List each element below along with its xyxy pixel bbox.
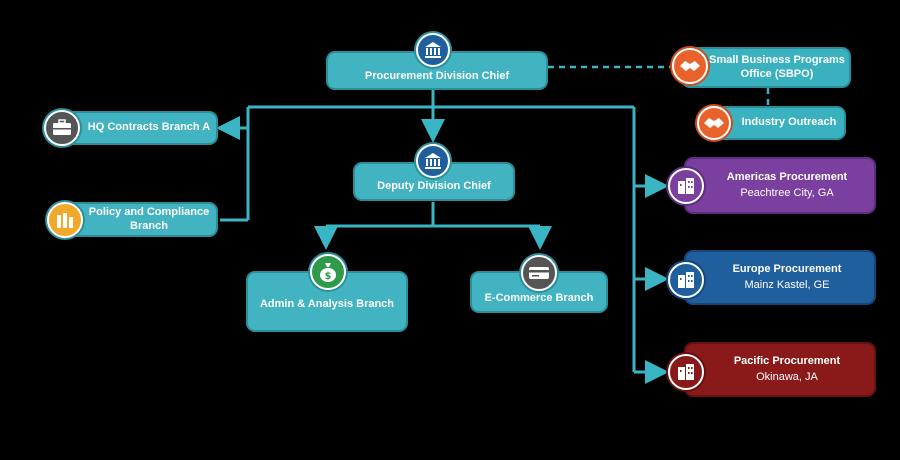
europe-procurement-location: Mainz Kastel, GE xyxy=(744,278,830,291)
deputy-division-chief-label: Deputy Division Chief xyxy=(377,179,491,192)
money-bag-icon: $ xyxy=(310,254,346,290)
americas-procurement-box[interactable]: Americas Procurement Peachtree City, GA xyxy=(684,157,876,214)
policy-compliance-branch-label: Policy and Compliance Branch xyxy=(88,205,210,232)
briefcase-icon xyxy=(44,110,80,146)
document-stack-icon xyxy=(47,202,83,238)
building-icon xyxy=(668,354,704,390)
americas-procurement-label: Americas Procurement xyxy=(726,170,848,183)
bank-icon xyxy=(416,33,450,67)
policy-compliance-branch-box[interactable]: Policy and Compliance Branch xyxy=(52,202,218,237)
europe-procurement-box[interactable]: Europe Procurement Mainz Kastel, GE xyxy=(684,250,876,305)
industry-outreach-label: Industry Outreach xyxy=(741,116,837,129)
pacific-procurement-box[interactable]: Pacific Procurement Okinawa, JA xyxy=(684,342,876,397)
e-commerce-branch-label: E-Commerce Branch xyxy=(484,292,594,305)
europe-procurement-label: Europe Procurement xyxy=(732,262,842,275)
building-icon xyxy=(668,168,704,204)
svg-text:$: $ xyxy=(325,271,332,282)
building-icon xyxy=(668,262,704,298)
pacific-procurement-location: Okinawa, JA xyxy=(756,370,818,383)
handshake-icon xyxy=(697,106,731,140)
procurement-division-chief-label: Procurement Division Chief xyxy=(364,69,510,82)
industry-outreach-box[interactable]: Industry Outreach xyxy=(704,106,846,140)
americas-procurement-location: Peachtree City, GA xyxy=(740,186,834,199)
hq-contracts-branch-label: HQ Contracts Branch A xyxy=(87,121,211,134)
bank-icon xyxy=(416,144,450,178)
pacific-procurement-label: Pacific Procurement xyxy=(733,354,841,367)
sbpo-label: Small Business Programs Office (SBPO) xyxy=(709,53,845,80)
credit-card-icon xyxy=(521,255,557,291)
handshake-icon xyxy=(672,48,708,84)
admin-analysis-branch-label: Admin & Analysis Branch xyxy=(259,297,395,310)
sbpo-box[interactable]: Small Business Programs Office (SBPO) xyxy=(681,47,851,88)
